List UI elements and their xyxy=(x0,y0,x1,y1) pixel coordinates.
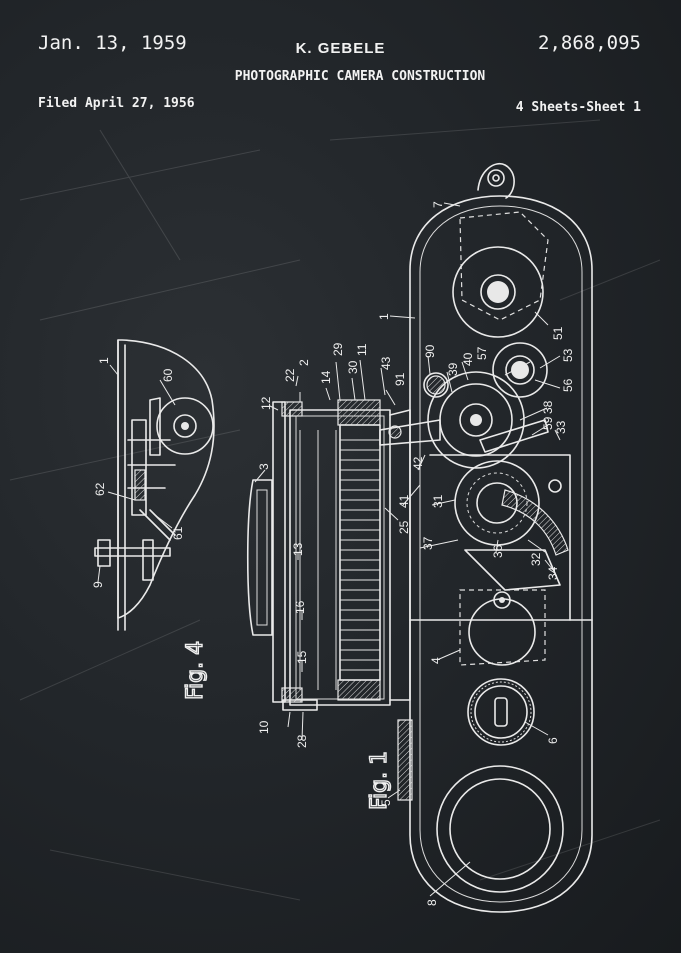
ref-11: 11 xyxy=(355,343,369,356)
fig1-caption: Fig. 1 xyxy=(367,751,392,810)
patent-title: PHOTOGRAPHIC CAMERA CONSTRUCTION xyxy=(234,69,486,84)
ref-2: 2 xyxy=(297,359,311,366)
fig1-lens-barrel xyxy=(246,399,441,711)
fig4-detail xyxy=(94,339,215,631)
ref-25: 25 xyxy=(397,520,411,534)
distance-scale xyxy=(299,430,337,690)
ref-12: 12 xyxy=(259,396,273,410)
ref-30: 30 xyxy=(346,360,360,374)
ref-56: 56 xyxy=(561,378,575,392)
ref-5: 5 xyxy=(379,799,393,806)
ref-91: 91 xyxy=(393,372,407,386)
ref-16: 16 xyxy=(293,600,307,614)
ref-3: 3 xyxy=(257,463,271,470)
ref-15: 15 xyxy=(295,650,309,664)
ref-13: 13 xyxy=(291,542,305,556)
ref-7: 7 xyxy=(431,201,445,208)
ref-28: 28 xyxy=(295,734,309,748)
inventor-name: K. GEBELE xyxy=(295,40,386,57)
ref-6: 6 xyxy=(546,737,560,744)
ref-14: 14 xyxy=(319,370,333,384)
ref-22: 22 xyxy=(283,368,297,382)
ref-38: 38 xyxy=(541,400,555,414)
fig4-caption: Fig. 4 xyxy=(183,641,208,700)
ref-36: 36 xyxy=(491,544,505,558)
fig1-camera-body xyxy=(397,163,593,913)
ref-53: 53 xyxy=(561,348,575,362)
patent-number: 2,868,095 xyxy=(538,32,641,54)
reference-numerals: 1 7 51 53 56 38 57 40 39 90 91 43 59 33 … xyxy=(91,201,575,906)
ref-37: 37 xyxy=(421,536,435,550)
ref-29: 29 xyxy=(331,342,345,356)
ref-8: 8 xyxy=(425,899,439,906)
ref-31: 31 xyxy=(431,494,445,508)
ref-4: 4 xyxy=(429,657,443,664)
ref-34: 34 xyxy=(546,566,560,580)
ref-61: 61 xyxy=(171,526,185,540)
ref-90: 90 xyxy=(423,344,437,358)
ref-43: 43 xyxy=(379,356,393,370)
patent-date: Jan. 13, 1959 xyxy=(38,32,187,54)
filed-date: Filed April 27, 1956 xyxy=(38,96,195,111)
ref-40: 40 xyxy=(461,352,475,366)
ref-51: 51 xyxy=(551,326,565,340)
ref-1-fig4: 1 xyxy=(97,357,111,364)
leader-lines xyxy=(97,202,561,897)
ref-32: 32 xyxy=(529,552,543,566)
ref-9: 9 xyxy=(91,581,105,588)
ref-62: 62 xyxy=(93,482,107,496)
chalk-texture xyxy=(9,119,661,901)
ref-33: 33 xyxy=(554,420,568,434)
ref-41: 41 xyxy=(397,494,411,508)
ref-57: 57 xyxy=(475,346,489,360)
ref-60: 60 xyxy=(161,368,175,382)
ref-10: 10 xyxy=(257,720,271,734)
ref-59: 59 xyxy=(541,416,555,430)
ref-42: 42 xyxy=(411,456,425,470)
ref-39: 39 xyxy=(446,362,460,376)
ref-1: 1 xyxy=(377,313,391,320)
sheet-count: 4 Sheets-Sheet 1 xyxy=(515,100,641,115)
helicoid-ribs xyxy=(340,439,380,671)
